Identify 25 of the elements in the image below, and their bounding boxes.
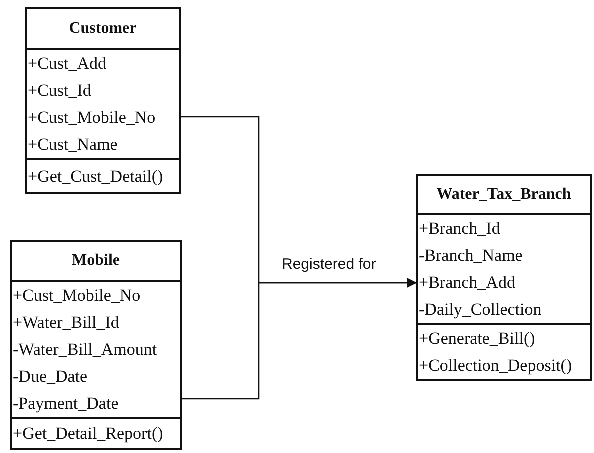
class-box: [25, 7, 181, 194]
member-text: +Branch_Add: [418, 272, 516, 294]
member-text: +Cust_Mobile_No: [27, 107, 157, 130]
member-text: -Branch_Name: [418, 245, 524, 267]
connector-arrow: [182, 278, 417, 400]
edge-label: Registered for: [282, 256, 376, 273]
class-name: Mobile: [71, 250, 121, 271]
class-box: [10, 240, 182, 450]
member-text: +Cust_Mobile_No: [12, 284, 142, 307]
member-text: +Cust_Id: [27, 80, 92, 102]
member-text: +Branch_Id: [418, 218, 502, 240]
member-text: -Due_Date: [12, 366, 89, 388]
class-box: [416, 174, 592, 381]
member-text: +Cust_Name: [27, 134, 119, 156]
member-text: -Payment_Date: [12, 392, 120, 415]
member-text: +Water_Bill_Id: [12, 312, 120, 334]
class-name: Water_Tax_Branch: [436, 184, 572, 204]
member-text: -Daily_Collection: [418, 299, 543, 321]
member-text: +Get_Cust_Detail(): [27, 166, 164, 188]
member-text: -Water_Bill_Amount: [12, 338, 158, 361]
member-text: +Collection_Deposit(): [418, 355, 574, 377]
member-text: +Cust_Add: [27, 53, 108, 76]
member-text: +Get_Detail_Report(): [12, 422, 164, 445]
class-name: Customer: [68, 18, 138, 39]
member-text: +Generate_Bill(): [418, 328, 536, 350]
